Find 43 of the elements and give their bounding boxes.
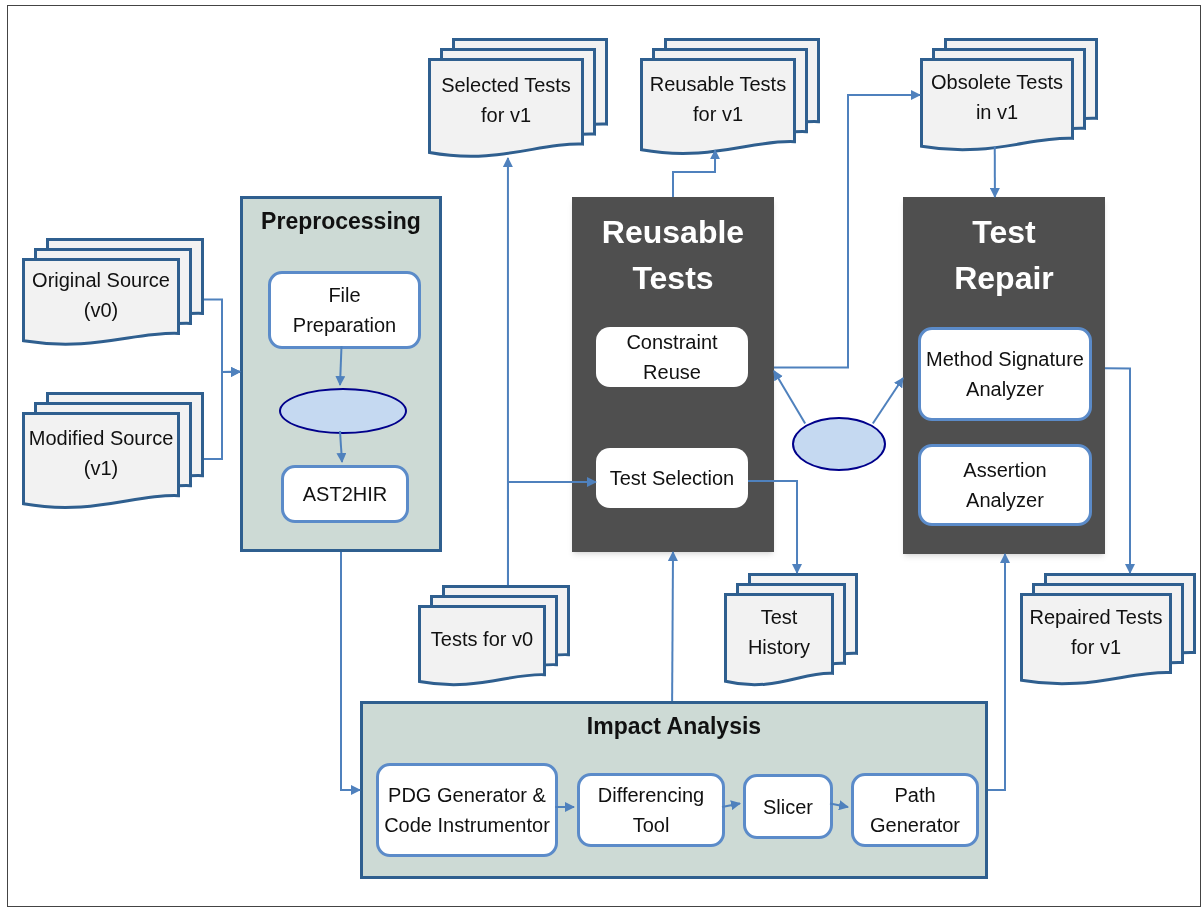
document-label: Obsolete Tests in v1 (930, 70, 1064, 126)
panel-title: Test Repair (953, 213, 1055, 298)
dark-panel (572, 197, 774, 552)
document-label: Tests for v0 (429, 627, 535, 652)
connector-arrow (829, 800, 849, 811)
connector-arrow (336, 430, 347, 463)
process-box: Method Signature Analyzer (918, 327, 1092, 421)
document-label: Modified Source (v1) (27, 425, 175, 481)
process-box: AST2HIR (281, 465, 409, 523)
document-label: Selected Tests for v1 (440, 73, 572, 128)
document-label: Repaired Tests for v1 (1028, 604, 1164, 660)
process-box: Slicer (743, 774, 833, 839)
dark-panel (903, 197, 1105, 554)
panel-title: Reusable Tests (600, 213, 746, 298)
connector-arrow (667, 551, 678, 702)
process-box: Differencing Tool (577, 773, 725, 847)
connector-arrow (203, 366, 241, 461)
connector-arrow (507, 477, 597, 586)
process-box: File Preparation (268, 271, 421, 349)
connector-arrow (987, 553, 1010, 791)
process-box: Constraint Reuse (596, 327, 748, 387)
document-label: Test History (746, 605, 812, 661)
document-label: Reusable Tests for v1 (648, 71, 788, 127)
connector-arrow (340, 551, 361, 795)
connector-arrow (1104, 367, 1135, 574)
connector-arrow (335, 345, 346, 386)
panel-title: Preprocessing (260, 207, 422, 236)
connector-arrow (773, 90, 921, 369)
connector-arrow (747, 480, 803, 574)
connector-arrow (773, 369, 807, 425)
connector-arrow (989, 145, 1000, 198)
process-box: Assertion Analyzer (918, 444, 1092, 526)
process-box: Test Selection (596, 448, 748, 508)
process-box: PDG Generator & Code Instrumentor (376, 763, 558, 857)
group-panel (360, 701, 988, 879)
connector-arrow (554, 802, 575, 812)
process-box: Path Generator (851, 773, 979, 847)
connector-arrow (721, 800, 741, 811)
connector-arrow (871, 377, 904, 425)
connector-arrow (672, 149, 721, 198)
document-label: Original Source (v0) (31, 267, 171, 323)
panel-title: Impact Analysis (585, 712, 763, 741)
group-panel (240, 196, 442, 552)
